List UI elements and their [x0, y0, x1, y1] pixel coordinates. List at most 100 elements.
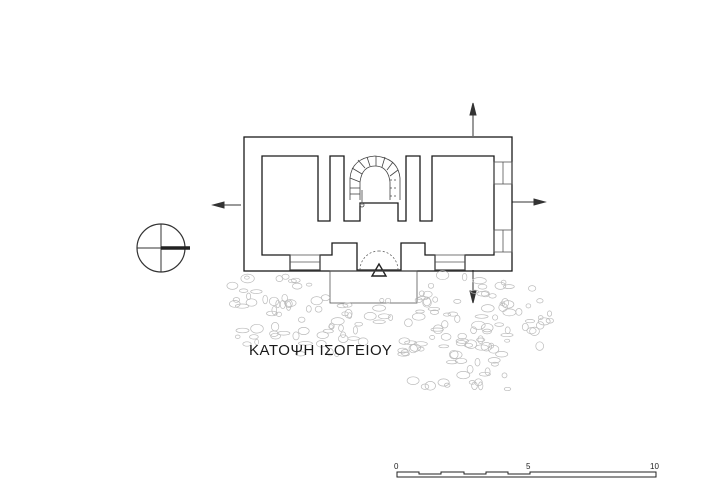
stone-mark: [546, 310, 553, 317]
stone-mark: [338, 324, 344, 332]
stone-mark: [275, 299, 281, 309]
stone-mark: [377, 313, 391, 320]
stone-mark: [268, 296, 280, 306]
stone-mark: [454, 314, 461, 323]
stone-mark: [322, 328, 334, 334]
spiral-staircase: [349, 155, 401, 208]
stone-mark: [479, 371, 491, 377]
stone-mark: [440, 333, 452, 341]
stone-mark: [411, 312, 426, 321]
entrance-step: [329, 270, 418, 304]
stone-mark: [250, 289, 263, 294]
stone-mark: [414, 297, 423, 303]
stone-mark: [284, 299, 297, 307]
stone-mark: [292, 331, 300, 341]
stone-mark: [461, 273, 468, 282]
stone-mark: [397, 347, 408, 354]
stone-mark: [262, 294, 268, 305]
stone-mark: [285, 301, 292, 311]
entrance-doors: [359, 250, 399, 271]
stone-mark: [372, 304, 386, 312]
stone-mark: [372, 319, 386, 324]
stone-mark: [427, 306, 441, 312]
stone-mark: [476, 337, 486, 342]
stone-mark: [249, 334, 259, 340]
stone-mark: [363, 312, 377, 321]
stone-mark: [246, 292, 252, 300]
stone-mark: [338, 334, 349, 343]
north-compass: [136, 223, 190, 273]
stone-mark: [288, 278, 297, 284]
stone-mark: [482, 328, 492, 335]
stone-mark: [271, 322, 280, 332]
stone-mark: [480, 342, 493, 352]
stone-mark: [292, 282, 303, 290]
stone-mark: [316, 331, 329, 339]
stone-mark: [484, 367, 491, 376]
stone-mark: [415, 309, 425, 314]
stone-mark: [314, 305, 323, 313]
stone-mark: [457, 332, 467, 340]
stone-mark: [277, 330, 291, 336]
stone-mark: [436, 270, 450, 281]
stone-mark: [494, 322, 505, 327]
stone-mark: [235, 327, 250, 334]
entrance-arrow: [370, 262, 388, 277]
stone-mark: [385, 297, 392, 304]
stone-mark: [477, 283, 488, 290]
stone-mark: [397, 351, 410, 357]
stone-mark: [529, 326, 540, 336]
stone-mark: [422, 290, 433, 298]
stone-mark: [432, 296, 439, 303]
stone-mark: [446, 359, 458, 365]
stone-mark: [429, 335, 436, 340]
stone-mark: [266, 310, 278, 317]
stone-mark: [310, 296, 323, 306]
stone-mark: [290, 277, 301, 283]
stone-mark: [424, 381, 436, 391]
stone-mark: [470, 326, 477, 334]
stone-mark: [503, 284, 515, 289]
stone-mark: [525, 303, 532, 309]
stone-mark: [270, 332, 281, 340]
stone-mark: [500, 332, 514, 338]
stone-mark: [478, 381, 484, 391]
stone-mark: [430, 327, 444, 332]
stone-ground-texture: [226, 270, 554, 392]
stone-mark: [229, 300, 241, 308]
stone-mark: [441, 320, 449, 329]
stone-mark: [354, 321, 363, 327]
stone-mark: [330, 317, 345, 326]
stone-mark: [271, 305, 278, 315]
stone-mark: [305, 282, 313, 287]
stone-mark: [328, 324, 334, 329]
stone-mark: [481, 290, 490, 298]
stone-mark: [521, 322, 529, 332]
stone-mark: [535, 341, 544, 351]
stone-mark: [438, 344, 450, 349]
scale-label-0: 0: [394, 462, 399, 471]
stone-mark: [476, 291, 490, 297]
stone-mark: [503, 386, 512, 392]
stone-mark: [245, 298, 258, 307]
drawing-title: ΚΑΤΟΨΗ ΙΣΟΓΕΙΟΥ: [249, 342, 393, 359]
stone-mark: [357, 337, 369, 346]
stone-mark: [472, 277, 487, 285]
stone-mark: [488, 293, 497, 299]
stone-mark: [279, 299, 286, 310]
stone-mark: [449, 349, 459, 360]
stone-mark: [537, 315, 544, 320]
stone-mark: [466, 365, 474, 374]
stone-mark: [491, 361, 499, 367]
stone-mark: [480, 323, 494, 333]
stone-mark: [463, 342, 474, 348]
stone-mark: [515, 308, 523, 316]
stone-mark: [334, 352, 340, 357]
window-openings: [289, 161, 513, 271]
stone-mark: [254, 339, 260, 345]
stone-mark: [495, 351, 509, 358]
stone-mark: [404, 318, 413, 328]
stone-mark: [504, 338, 511, 343]
stone-mark: [409, 343, 421, 352]
stone-mark: [447, 311, 458, 317]
